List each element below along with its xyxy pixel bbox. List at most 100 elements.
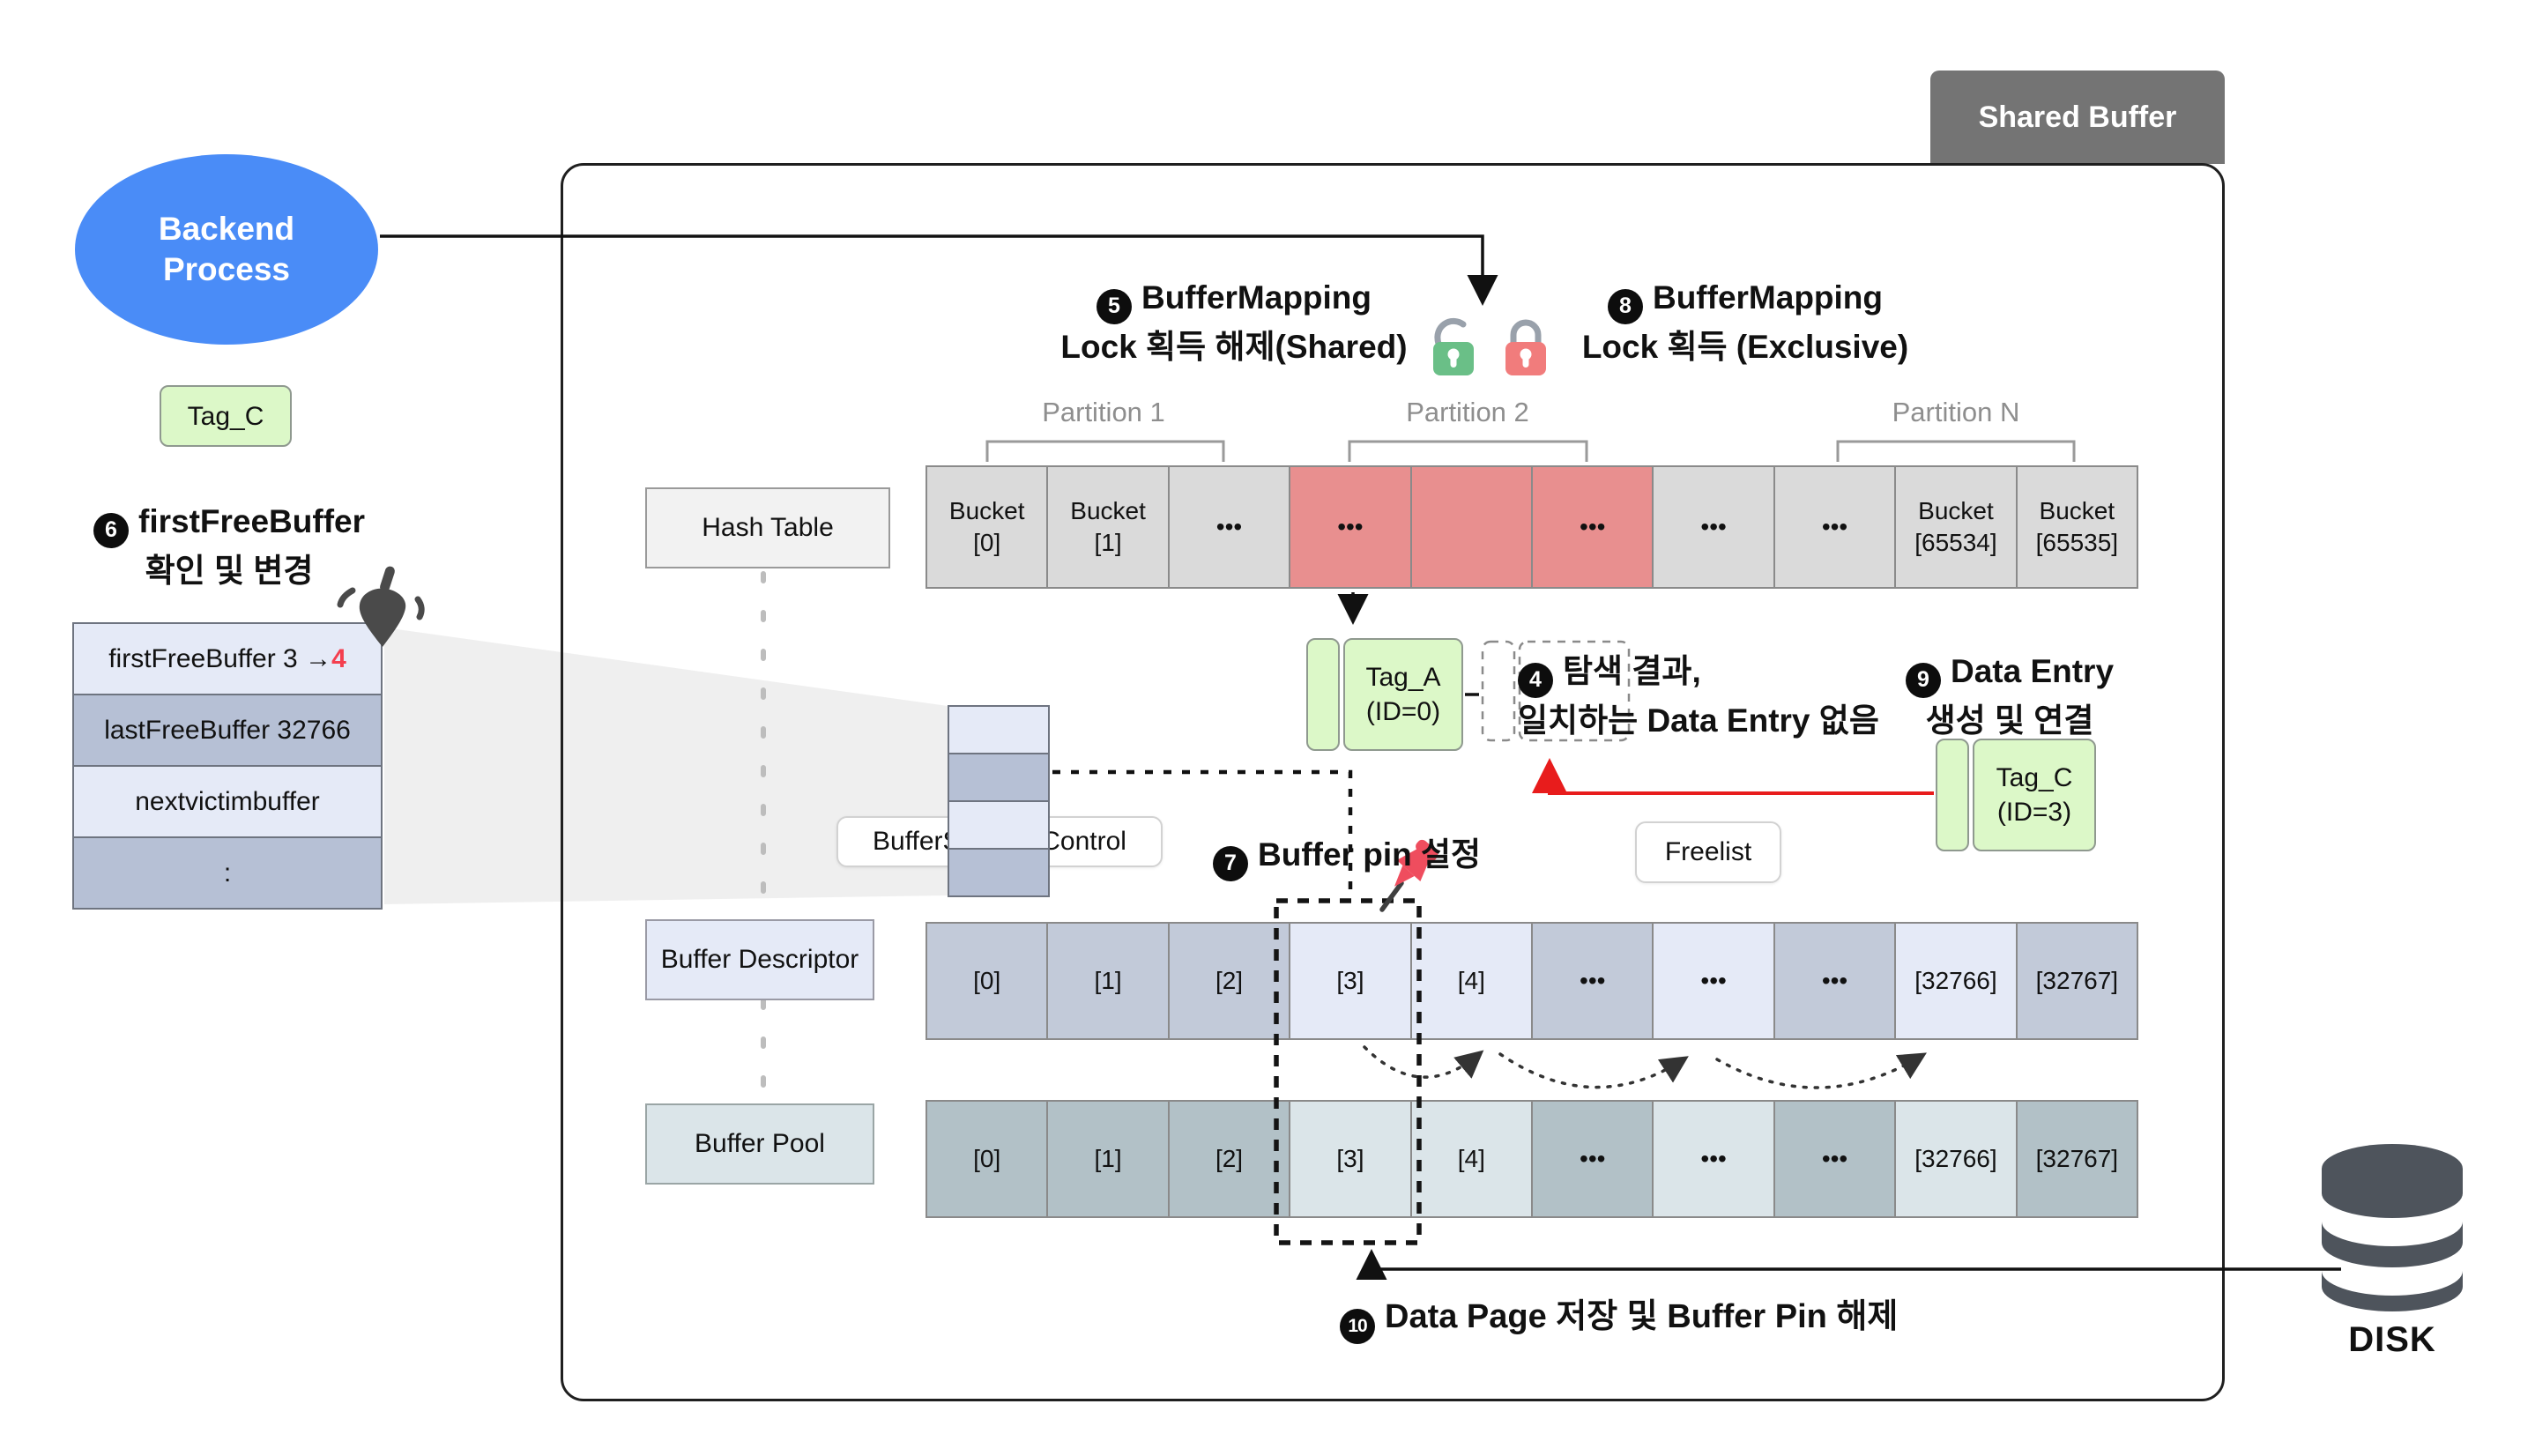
descriptor-cell-label: [32767] bbox=[2035, 966, 2119, 994]
bucket-cell-label: ••• bbox=[1700, 512, 1727, 540]
bucket-cell-label: Bucket [1] bbox=[1070, 496, 1146, 556]
descriptor-cell: [3] bbox=[1290, 924, 1412, 1038]
disk-label: DISK bbox=[2348, 1320, 2436, 1359]
hash-bucket-row: Bucket [0] Bucket [1] ••• ••• ••• ••• ••… bbox=[926, 465, 2138, 589]
hash-table-box: Hash Table bbox=[645, 487, 890, 568]
row-highlight-value: 4 bbox=[331, 643, 346, 673]
buffer-strategy-mini-table bbox=[948, 705, 1050, 897]
row-text: : bbox=[223, 858, 232, 888]
step-10-label: Data Page 저장 및 Buffer Pin 해제 bbox=[1385, 1298, 1899, 1335]
buffer-pool-label: Buffer Pool bbox=[695, 1129, 825, 1158]
buffer-descriptor-label-box: Buffer Descriptor bbox=[645, 919, 874, 1000]
descriptor-cell-label: [4] bbox=[1457, 966, 1485, 994]
tag-c-pending-box: Tag_C bbox=[160, 385, 292, 447]
step-5-line1: BufferMapping bbox=[1141, 279, 1372, 316]
pool-cell-label: [4] bbox=[1457, 1144, 1485, 1172]
descriptor-cell: ••• bbox=[1654, 924, 1775, 1038]
descriptor-cell-label: ••• bbox=[1580, 966, 1606, 994]
freelist-box: Freelist bbox=[1635, 821, 1781, 883]
descriptor-cell-label: [0] bbox=[973, 966, 1001, 994]
shared-buffer-container bbox=[561, 163, 2225, 1401]
step-4-line1: 탐색 결과, bbox=[1563, 653, 1701, 689]
disk-icon bbox=[2322, 1144, 2463, 1311]
lock-icons bbox=[1433, 317, 1546, 375]
descriptor-cell: [1] bbox=[1048, 924, 1170, 1038]
partition-n-label: Partition N bbox=[1892, 397, 2020, 427]
descriptor-cell-label: ••• bbox=[1821, 966, 1848, 994]
step-8-number: 8 bbox=[1607, 288, 1643, 324]
row-text: nextvictimbuffer bbox=[135, 786, 320, 816]
shared-buffer-title: Shared Buffer bbox=[1978, 100, 2177, 134]
pool-cell-label: ••• bbox=[1821, 1144, 1848, 1172]
pool-cell-label: [3] bbox=[1336, 1144, 1364, 1172]
tag-a-strip bbox=[1306, 638, 1340, 751]
descriptor-cell: [4] bbox=[1411, 924, 1534, 1038]
bucket-cell-label: ••• bbox=[1215, 512, 1243, 540]
step-8-line2: Lock 획득 (Exclusive) bbox=[1581, 328, 1909, 365]
step-8-line1: BufferMapping bbox=[1652, 279, 1884, 316]
descriptor-cell: [32766] bbox=[1896, 924, 2018, 1038]
free-buffer-table-row: firstFreeBuffer 3 → 4 bbox=[74, 624, 381, 695]
bucket-cell: ••• bbox=[1654, 467, 1775, 587]
buffer-pool-row: [0] [1] [2] [3] [4] ••• ••• ••• [32766] … bbox=[926, 1100, 2138, 1218]
bucket-cell-label: ••• bbox=[1821, 512, 1848, 540]
mini-row bbox=[949, 802, 1048, 850]
tag-a-entry: Tag_A (ID=0) bbox=[1306, 638, 1463, 751]
mini-row bbox=[949, 754, 1048, 802]
tag-c-entry-label: Tag_C (ID=3) bbox=[1996, 763, 2073, 827]
shared-buffer-tab: Shared Buffer bbox=[1930, 71, 2225, 164]
pool-cell: [4] bbox=[1411, 1102, 1534, 1216]
pool-cell-label: [32766] bbox=[1914, 1144, 1997, 1172]
descriptor-cell-label: [32766] bbox=[1914, 966, 1997, 994]
partition-2-label: Partition 2 bbox=[1406, 397, 1529, 427]
free-buffer-table-row: lastFreeBuffer 32766 bbox=[74, 695, 381, 767]
pool-cell-label: [2] bbox=[1215, 1144, 1244, 1172]
bucket-cell: Bucket [65534] bbox=[1896, 467, 2018, 587]
descriptor-cell-label: [2] bbox=[1215, 966, 1244, 994]
tag-c-pending-label: Tag_C bbox=[187, 401, 264, 431]
pool-cell: ••• bbox=[1533, 1102, 1654, 1216]
descriptor-cell-label: [1] bbox=[1094, 966, 1122, 994]
hash-table-label: Hash Table bbox=[702, 513, 834, 542]
lock-red-icon bbox=[1505, 319, 1546, 375]
bucket-cell: ••• bbox=[1774, 467, 1897, 587]
bucket-cell-label: Bucket [65535] bbox=[2035, 496, 2119, 556]
pool-cell: [1] bbox=[1048, 1102, 1170, 1216]
pool-cell: [0] bbox=[927, 1102, 1049, 1216]
pool-cell: [3] bbox=[1290, 1102, 1412, 1216]
backend-process-label: Backend Process bbox=[158, 210, 295, 287]
pool-cell-label: [0] bbox=[973, 1144, 1001, 1172]
descriptor-cell: ••• bbox=[1774, 924, 1897, 1038]
free-buffer-table-row: : bbox=[74, 838, 381, 908]
step-7-label: Buffer pin 설정 bbox=[1258, 836, 1482, 873]
buffer-descriptor-row: [0] [1] [2] [3] [4] ••• ••• ••• [32766] … bbox=[926, 922, 2138, 1040]
pushpin-icon bbox=[1379, 839, 1438, 912]
bucket-cell: ••• bbox=[1169, 467, 1291, 587]
step-5-number: 5 bbox=[1096, 288, 1132, 324]
bucket-cell-label: ••• bbox=[1337, 512, 1364, 540]
step-6-line1: firstFreeBuffer bbox=[138, 503, 365, 539]
bucket-cell-label: Bucket [0] bbox=[948, 496, 1025, 556]
descriptor-cell-label: ••• bbox=[1700, 966, 1727, 994]
row-text: lastFreeBuffer 32766 bbox=[104, 715, 351, 745]
bucket-cell-label: ••• bbox=[1580, 512, 1606, 540]
pool-cell-label: [32767] bbox=[2035, 1144, 2119, 1172]
bucket-cell: ••• bbox=[1533, 467, 1654, 587]
pool-cell-label: [1] bbox=[1094, 1144, 1122, 1172]
freelist-label: Freelist bbox=[1664, 837, 1752, 866]
pool-cell: ••• bbox=[1654, 1102, 1775, 1216]
pool-cell: [32767] bbox=[2017, 1102, 2137, 1216]
step-6-line2: 확인 및 변경 bbox=[145, 552, 314, 589]
bucket-cell: Bucket [1] bbox=[1048, 467, 1170, 587]
step-4-number: 4 bbox=[1518, 662, 1553, 698]
descriptor-cell: ••• bbox=[1533, 924, 1654, 1038]
pool-cell: ••• bbox=[1774, 1102, 1897, 1216]
tag-a-label: Tag_A (ID=0) bbox=[1365, 663, 1441, 726]
bucket-cell bbox=[1411, 467, 1534, 587]
